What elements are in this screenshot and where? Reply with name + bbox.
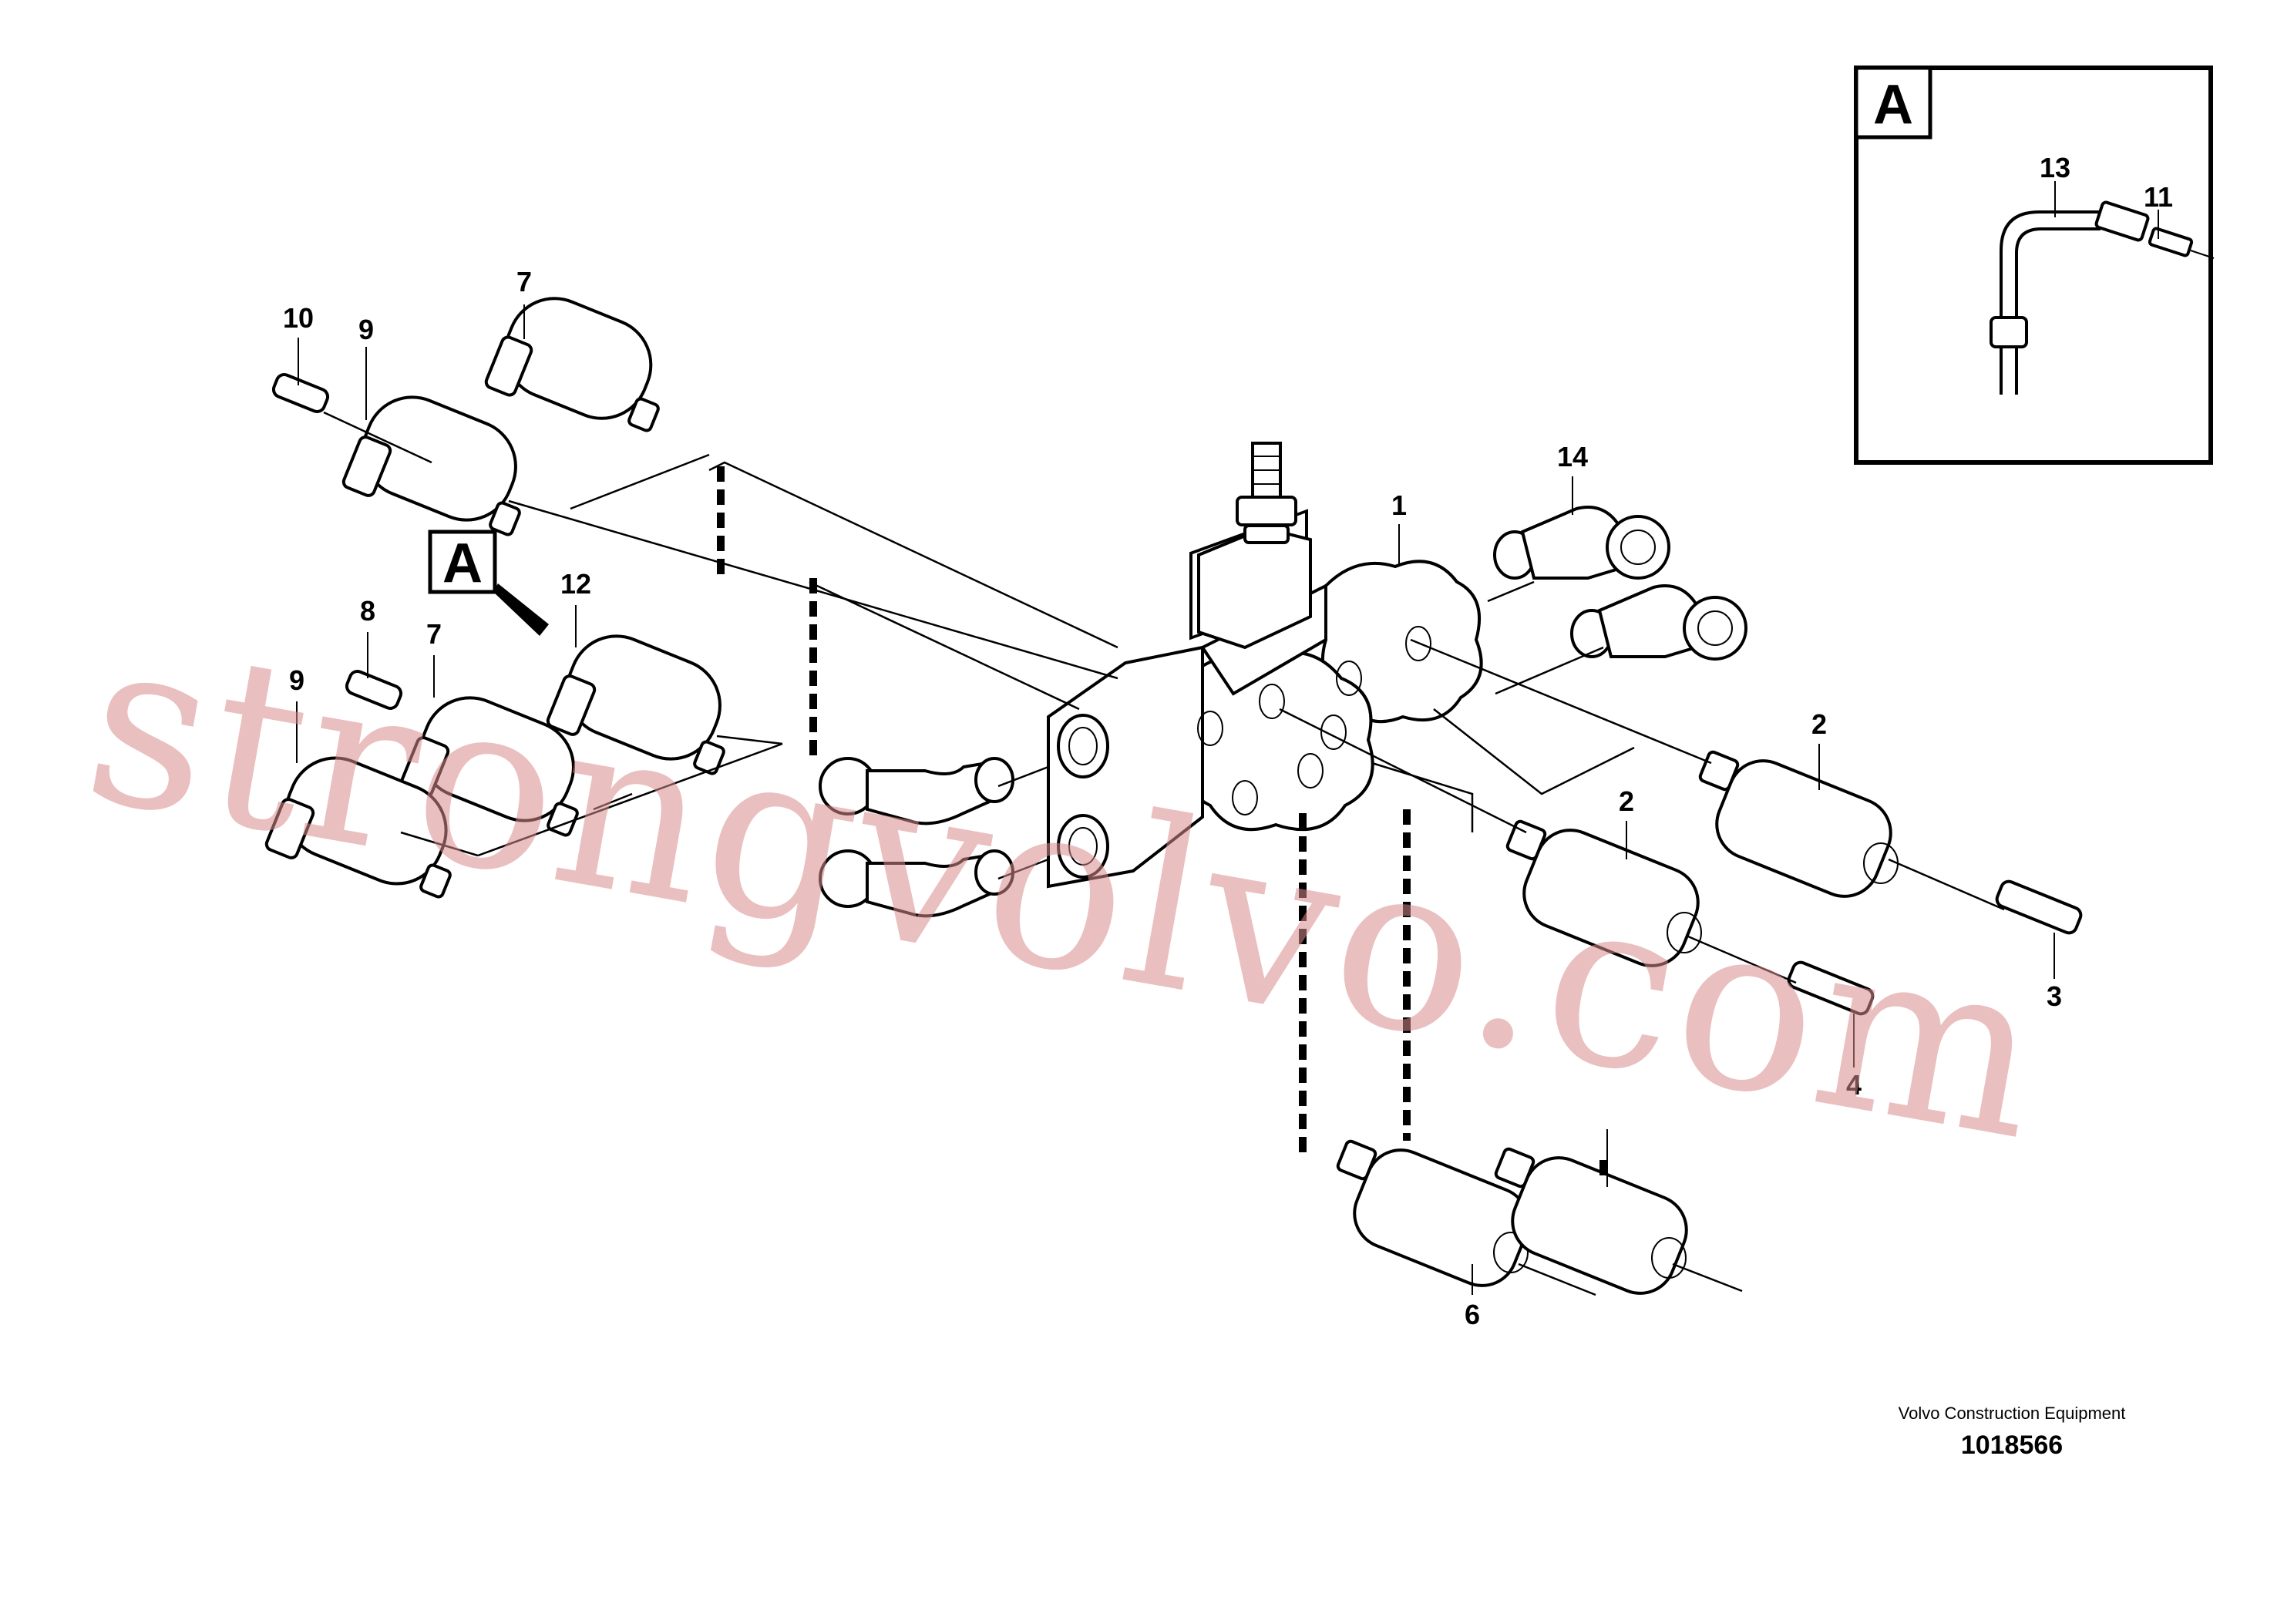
callout-7-top: 7	[516, 266, 532, 298]
callouts: 7 9 10 12 8 7 9 1 14 2 2 3 4 6	[283, 266, 2062, 1330]
callout-4: 4	[1846, 1069, 1862, 1101]
callout-13: 13	[2040, 152, 2070, 183]
drawing-number: 1018566	[1960, 1431, 2064, 1460]
connector-lines	[323, 411, 2005, 1296]
left-cartridges	[264, 297, 725, 899]
callout-1: 1	[1391, 489, 1407, 521]
watermark-text: strongvolvo.com	[69, 584, 2062, 1192]
valve-block-1	[1047, 442, 1483, 889]
callout-7-lower: 7	[426, 618, 442, 650]
callout-10: 10	[283, 302, 314, 334]
callout-11: 11	[2144, 181, 2173, 213]
nipple-11	[2148, 227, 2194, 257]
callout-9-top: 9	[358, 314, 374, 345]
callout-8: 8	[360, 595, 375, 627]
detail-label-letter: A	[1873, 74, 1913, 136]
view-marker-letter: A	[442, 533, 483, 594]
detail-label-box	[1854, 66, 1932, 140]
callout-12: 12	[560, 568, 591, 600]
callout-2-upper: 2	[1811, 708, 1827, 740]
view-marker-a: A	[428, 530, 549, 636]
drawing-footer: Volvo Construction Equipment 1018566	[1896, 1403, 2128, 1461]
callout-6: 6	[1465, 1299, 1480, 1330]
watermark: strongvolvo.com	[69, 584, 2062, 1192]
tube-clip	[1990, 316, 2028, 348]
elbow-fittings	[819, 506, 1747, 918]
callout-3: 3	[2047, 980, 2062, 1012]
detail-view-a: A 13 11	[1854, 66, 2215, 465]
callout-9-lower: 9	[289, 664, 304, 696]
right-cartridges	[1336, 750, 2083, 1295]
callout-2-lower: 2	[1619, 785, 1634, 817]
fitting-nut-13	[2094, 200, 2150, 242]
manufacturer-label: Volvo Construction Equipment	[1898, 1404, 2126, 1423]
callout-14: 14	[1557, 441, 1588, 472]
